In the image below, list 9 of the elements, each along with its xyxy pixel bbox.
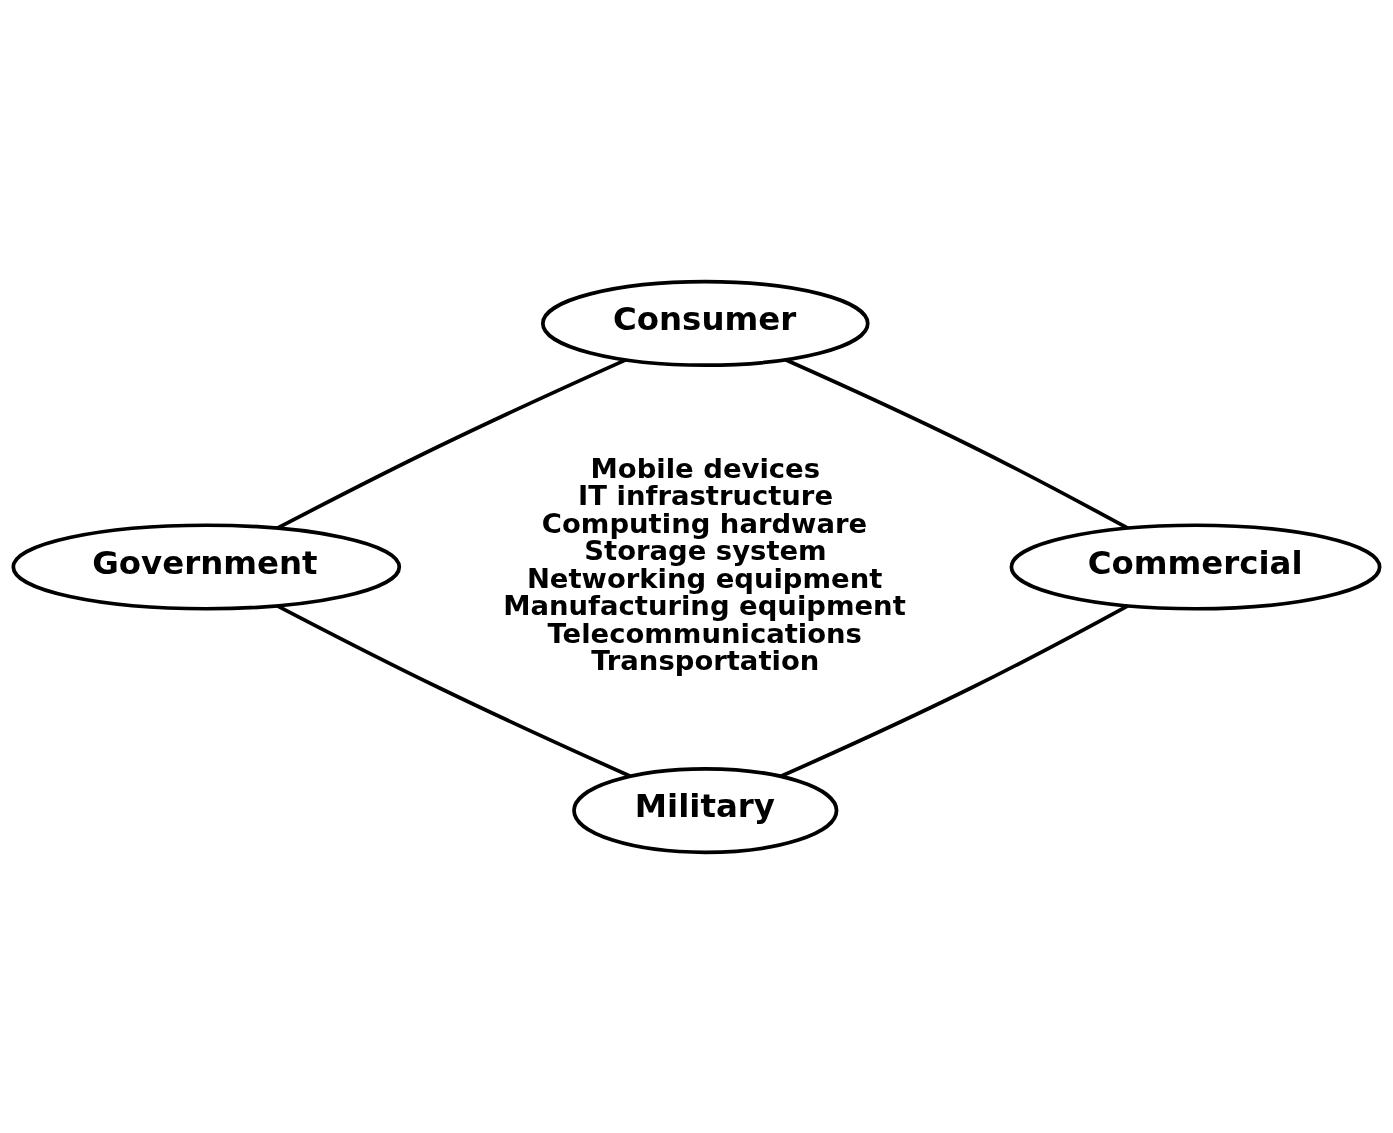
node-ellipse: Government bbox=[11, 522, 402, 611]
connector bbox=[276, 357, 627, 530]
connector bbox=[784, 357, 1129, 530]
connector bbox=[276, 603, 632, 778]
connector bbox=[780, 603, 1129, 778]
label: Transportation bbox=[591, 644, 820, 676]
node-ellipse: Commercial bbox=[1009, 522, 1382, 611]
node-ellipse: Military bbox=[572, 766, 839, 854]
node-ellipse: Consumer bbox=[540, 279, 870, 367]
